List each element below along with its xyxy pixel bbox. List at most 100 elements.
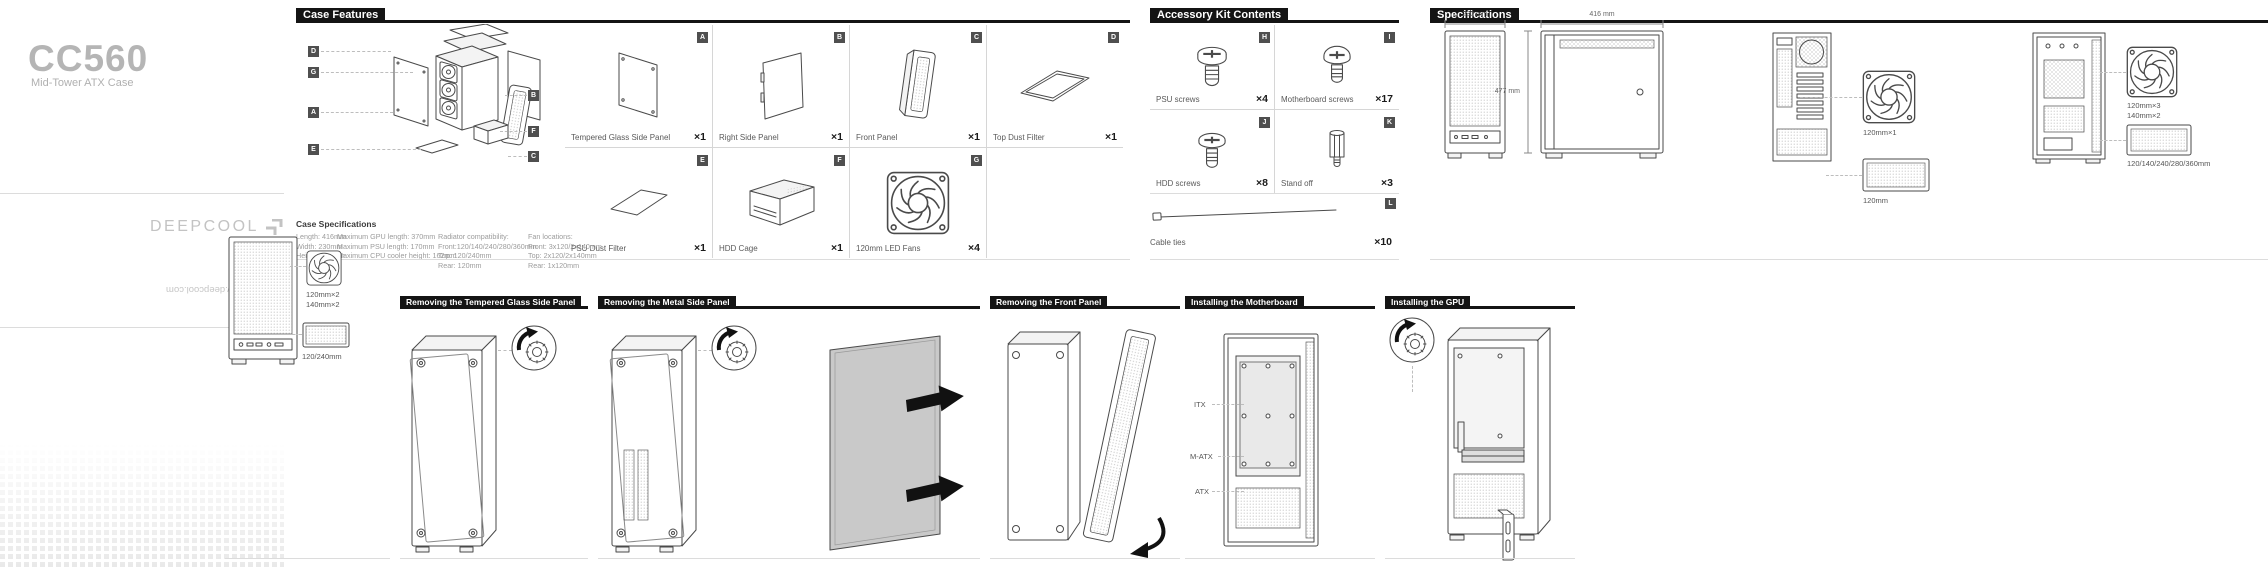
part-label-row: 120mm LED Fans ×4 bbox=[856, 242, 980, 254]
part-name: HDD Cage bbox=[719, 244, 758, 253]
part-badge-d: D bbox=[1108, 32, 1119, 43]
section-title-installing-gpu: Installing the GPU bbox=[1385, 296, 1471, 309]
accessory-name: Cable ties bbox=[1150, 238, 1186, 247]
section-header-removing-glass: Removing the Tempered Glass Side Panel bbox=[400, 296, 588, 309]
part-label-row: PSU Dust Filter ×1 bbox=[571, 242, 706, 254]
spec-rear-view bbox=[1772, 32, 1832, 162]
part-label-row: Right Side Panel ×1 bbox=[719, 131, 843, 143]
part-badge-b: B bbox=[834, 32, 845, 43]
bottom-divider-2 bbox=[400, 558, 588, 559]
exploded-badge-f: F bbox=[528, 126, 539, 137]
deepcool-logo-icon bbox=[265, 218, 283, 235]
leader-front-fan bbox=[2100, 72, 2126, 73]
dimension-depth-label: 416 mm bbox=[1589, 11, 1615, 18]
right-side-panel-icon bbox=[760, 52, 804, 120]
section-header-installing-motherboard: Installing the Motherboard bbox=[1185, 296, 1375, 309]
accessory-name: Motherboard screws bbox=[1281, 95, 1354, 104]
dimension-height-line bbox=[1524, 30, 1532, 154]
part-label-row: Top Dust Filter ×1 bbox=[993, 131, 1117, 143]
product-model: CC560 bbox=[28, 38, 149, 79]
case-specs-maximums: Maximum GPU length: 370mm Maximum PSU le… bbox=[337, 232, 457, 261]
gpu-install-drawing bbox=[1447, 327, 1551, 541]
accessory-badge-i: I bbox=[1384, 32, 1395, 43]
spec-line: Fan locations: bbox=[528, 232, 573, 241]
section-rule bbox=[385, 8, 1130, 23]
section-title-case-features: Case Features bbox=[296, 8, 386, 23]
gpu-slot-bracket-icon bbox=[1497, 509, 1515, 561]
part-badge-e: E bbox=[697, 155, 708, 166]
leader-itx bbox=[1212, 404, 1244, 405]
spec-side-view bbox=[1540, 30, 1664, 159]
section-title-accessory-kit: Accessory Kit Contents bbox=[1150, 8, 1289, 23]
section-title-installing-motherboard: Installing the Motherboard bbox=[1185, 296, 1304, 309]
leader-line-d bbox=[321, 51, 391, 52]
accessory-qty: ×10 bbox=[1374, 236, 1392, 248]
leader-atx bbox=[1212, 491, 1244, 492]
section-rule bbox=[1288, 8, 1399, 23]
accessory-cell-motherboard-screws: I Motherboard screws ×17 bbox=[1274, 25, 1399, 109]
front-radiator-label: 120/140/240/280/360mm bbox=[2127, 159, 2211, 168]
front-fan-icon bbox=[2126, 46, 2178, 98]
section-rule bbox=[1107, 296, 1180, 309]
part-label-row: Tempered Glass Side Panel ×1 bbox=[571, 131, 706, 143]
rear-radiator-label: 120mm bbox=[1863, 196, 1889, 205]
spec-line: Radiator compatibility: bbox=[438, 232, 509, 241]
accessory-qty: ×8 bbox=[1256, 177, 1268, 189]
brand-logo: DEEPCOOL bbox=[150, 218, 283, 236]
part-cell-top-dust-filter: D Top Dust Filter ×1 bbox=[986, 25, 1123, 147]
front-fan-option1-label: 120mm×3 bbox=[2127, 101, 2161, 110]
psu-dust-filter-icon bbox=[610, 189, 667, 216]
bottom-divider-3 bbox=[598, 558, 980, 559]
accessory-badge-j: J bbox=[1259, 117, 1270, 128]
accessory-badge-h: H bbox=[1259, 32, 1270, 43]
exploded-badge-b: B bbox=[528, 90, 539, 101]
spec-interior-view bbox=[2032, 32, 2106, 164]
section-header-accessory-kit: Accessory Kit Contents bbox=[1150, 8, 1399, 23]
section-rule bbox=[735, 296, 980, 309]
accessory-badge-l: L bbox=[1385, 198, 1396, 209]
leader-line-b bbox=[505, 95, 527, 96]
sidebar-divider-top bbox=[0, 193, 284, 194]
psu-screw-icon bbox=[1197, 46, 1227, 87]
motherboard-install-drawing bbox=[1223, 333, 1319, 547]
motherboard-type-atx: ATX bbox=[1195, 487, 1210, 496]
hdd-cage-icon bbox=[749, 179, 815, 226]
part-name: Top Dust Filter bbox=[993, 133, 1045, 142]
product-subtitle: Mid-Tower ATX Case bbox=[31, 77, 134, 89]
exploded-badge-a: A bbox=[308, 107, 319, 118]
standoff-icon bbox=[1329, 129, 1345, 167]
spec-line: Top: 2x120/2x140mm bbox=[528, 251, 597, 260]
part-label-row: HDD Cage ×1 bbox=[719, 242, 843, 254]
accessory-qty: ×3 bbox=[1381, 177, 1393, 189]
part-qty: ×1 bbox=[831, 131, 843, 143]
accessory-label-row: Stand off ×3 bbox=[1281, 177, 1393, 189]
section-title-removing-glass: Removing the Tempered Glass Side Panel bbox=[400, 296, 582, 309]
front-panel-icon bbox=[899, 49, 936, 119]
exploded-badge-g: G bbox=[308, 67, 319, 78]
rear-fan-icon bbox=[1862, 70, 1916, 124]
motherboard-type-matx: M-ATX bbox=[1190, 452, 1213, 461]
bottom-divider-1 bbox=[225, 558, 390, 559]
front-fan-option2-label: 140mm×2 bbox=[2127, 111, 2161, 120]
part-cell-right-side-panel: B Right Side Panel ×1 bbox=[712, 25, 849, 147]
spec-line: Maximum CPU cooler height: 162mm bbox=[337, 251, 457, 260]
part-qty: ×1 bbox=[694, 242, 706, 254]
leader-rear-radiator bbox=[1826, 175, 1862, 176]
accessory-label-row: HDD screws ×8 bbox=[1156, 177, 1268, 189]
bottom-divider-5 bbox=[1185, 558, 1375, 559]
exploded-badge-e: E bbox=[308, 144, 319, 155]
section-header-specifications: Specifications bbox=[1430, 8, 2268, 23]
spec-line: Front: 3x120/2x140mm bbox=[528, 241, 602, 251]
specifications-bottom-divider bbox=[1430, 259, 2268, 260]
part-cell-front-panel: C Front Panel ×1 bbox=[849, 25, 986, 147]
metal-removal-case-drawing bbox=[609, 335, 697, 553]
bottom-divider-6 bbox=[1385, 558, 1575, 559]
part-name: 120mm LED Fans bbox=[856, 244, 921, 253]
leader-glass-thumbscrew bbox=[498, 350, 512, 351]
case-features-bottom-divider bbox=[296, 259, 1130, 260]
accessory-bottom-divider bbox=[1150, 259, 1399, 260]
part-qty: ×4 bbox=[968, 242, 980, 254]
spec-line: Rear: 120mm bbox=[438, 260, 482, 270]
accessory-cell-psu-screws: H PSU screws ×4 bbox=[1150, 25, 1274, 109]
leader-line-a bbox=[321, 112, 393, 113]
